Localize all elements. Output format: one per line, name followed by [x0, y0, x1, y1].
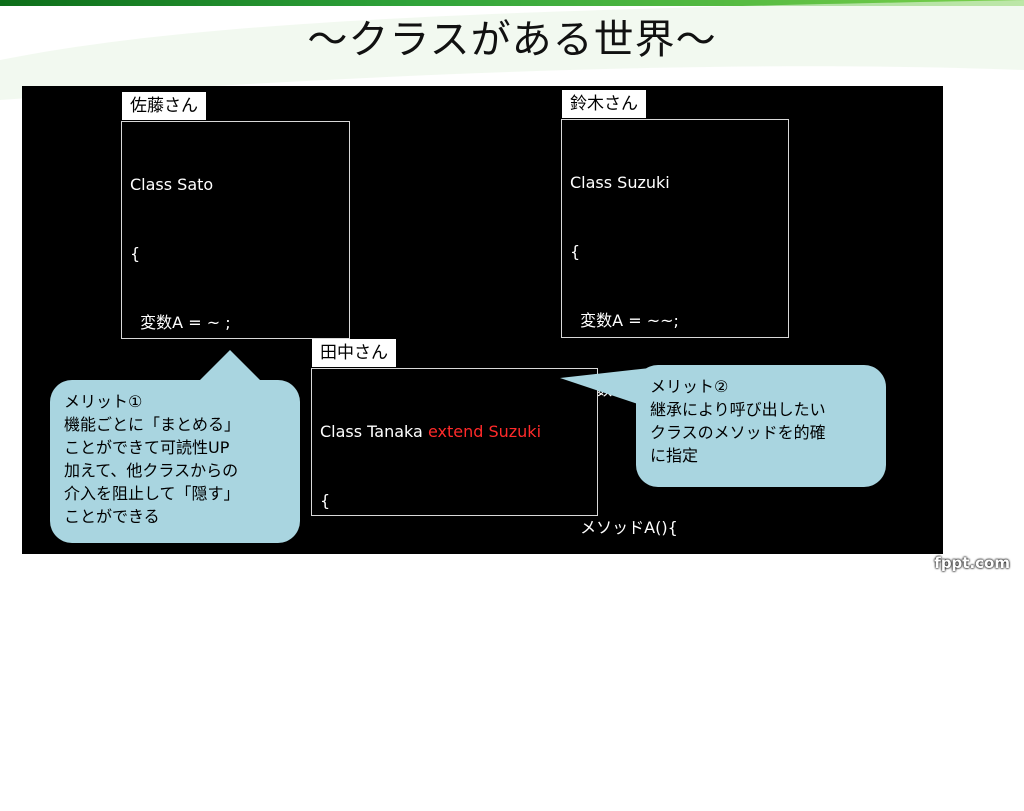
slide-title: 〜クラスがある世界〜 [307, 17, 717, 63]
suzuki-class-box: Class Suzuki { 変数A = ~~; 変数B = ~; メソッドA(… [561, 119, 789, 744]
bubble-line: ことができて可読性UP [64, 438, 230, 457]
code-line: … [570, 587, 607, 606]
code-line: Class Sato [130, 175, 214, 194]
code-line: } [320, 767, 331, 786]
tanaka-class-box: Class Tanaka extend Suzuki { 変数C = ~; メソ… [311, 368, 598, 786]
merit2-bubble-tail [560, 368, 650, 408]
bubble-line: クラスのメソッドを的確 [650, 423, 826, 442]
code-line: { [570, 242, 581, 261]
merit1-bubble: メリット① 機能ごとに「まとめる」 ことができて可読性UP 加えて、他クラスから… [50, 380, 300, 543]
code-line: … [130, 589, 167, 608]
bubble-line: メリット① [64, 392, 143, 411]
code-line: メソッドA(){ [570, 518, 678, 537]
code-line: }; [130, 658, 156, 677]
suzuki-label: 鈴木さん [562, 90, 646, 118]
decorative-swoosh [0, 0, 1024, 100]
bubble-line: メリット② [650, 377, 729, 396]
watermark-logo: fppt.com [934, 554, 1010, 572]
sato-label: 佐藤さん [122, 92, 206, 120]
code-line: } [130, 727, 141, 746]
code-line: メソッドA; // 呼び出し [320, 698, 496, 717]
bubble-line: 機能ごとに「まとめる」 [64, 415, 241, 434]
bubble-line: 介入を阻止して「隠す」 [64, 484, 240, 503]
code-line: { [320, 491, 331, 510]
sato-class-box: Class Sato { 変数A = ~ ; 変数B = ~; メソッドA(){… [121, 121, 350, 746]
code-line: } [570, 725, 581, 744]
code-line: Class Suzuki [570, 173, 670, 192]
code-line: }; [570, 656, 596, 675]
extend-keyword: extend Suzuki [427, 422, 542, 441]
code-line: 変数A = ~~; [570, 311, 679, 330]
code-line: { [130, 244, 141, 263]
class-name: Class Tanaka [320, 422, 428, 441]
code-line [320, 627, 589, 650]
bubble-line: 加えて、他クラスからの [64, 461, 239, 480]
top-accent-bar [0, 0, 1024, 6]
bubble-line: ことができる [64, 507, 160, 526]
bubble-line: 継承により呼び出したい [650, 400, 826, 419]
tanaka-class-line: Class Tanaka extend Suzuki [320, 420, 589, 443]
code-line: 変数C = ~; [320, 560, 416, 579]
code-line: 変数A = ~ ; [130, 313, 231, 332]
tanaka-label: 田中さん [312, 339, 396, 367]
merit2-bubble: メリット② 継承により呼び出したい クラスのメソッドを的確 に指定 [636, 365, 886, 487]
bubble-line: に指定 [650, 446, 699, 465]
